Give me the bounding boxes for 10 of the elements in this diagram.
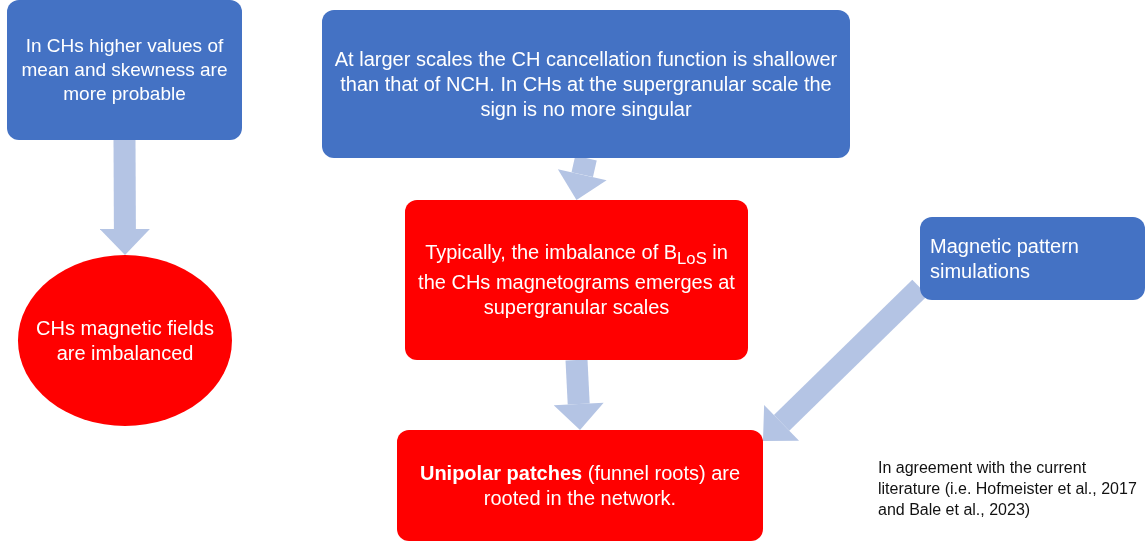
process-box: Typically, the imbalance of B$_{LoS}$ in the CHs magnetograms emerges at supergranular scales: [405, 200, 748, 360]
process-box: Unipolar patches (funnel roots) are rooted in the network.: [397, 430, 763, 541]
result-oval: CHs magnetic fields are imbalanced: [18, 255, 232, 426]
block-arrow: [553, 359, 604, 430]
block-arrow: [557, 155, 607, 200]
process-box: At larger scales the CH cancellation function is shallower than that of NCH. In CHs at the supergranular scale the sign is no more singular: [322, 10, 850, 158]
note-text: In agreement with the current literature (i.e. Hofmeister et al., 2017 and Bale et al., 2023): [878, 458, 1138, 520]
process-box: In CHs higher values of mean and skewness are more probable: [7, 0, 242, 140]
process-box: Magnetic pattern simulations: [920, 217, 1145, 300]
block-arrow: [99, 139, 150, 255]
